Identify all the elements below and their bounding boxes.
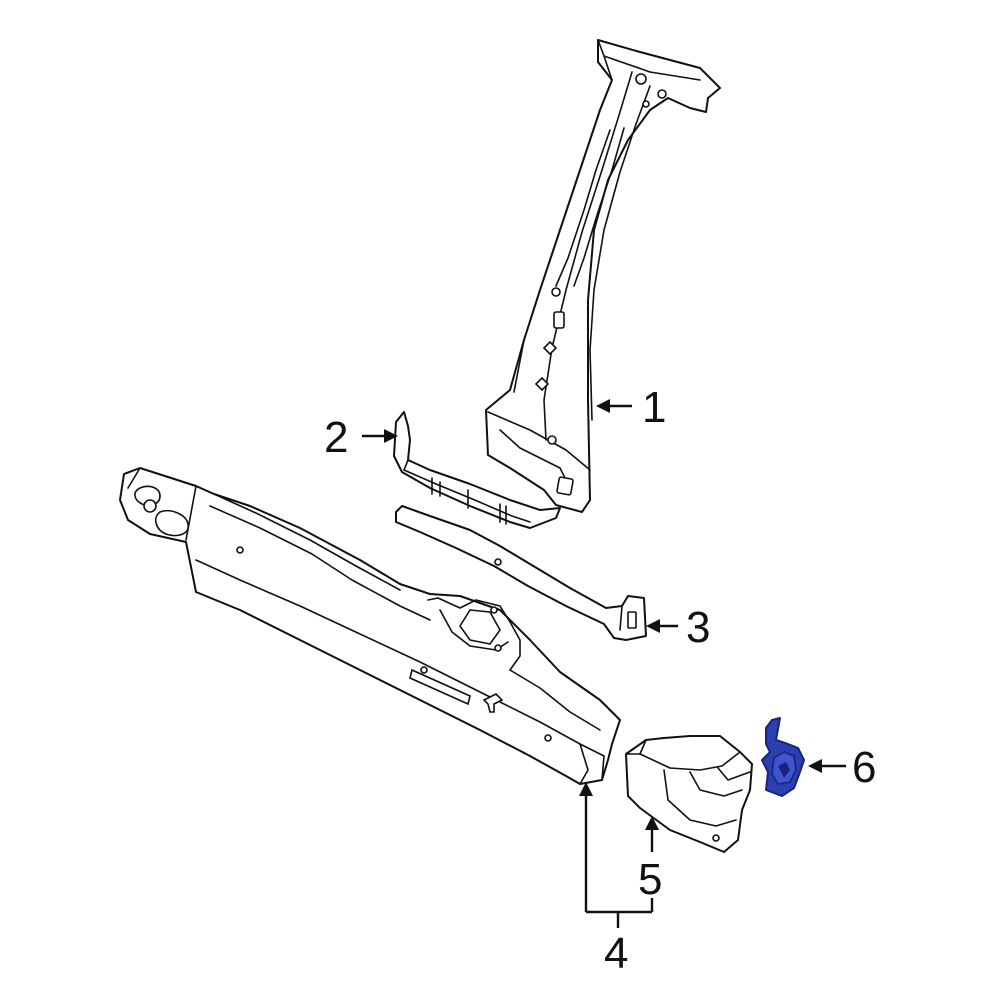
callout-1: 1 <box>642 383 666 432</box>
part-1-pillar <box>485 39 721 513</box>
callout-leaders <box>362 399 846 928</box>
part-6-highlighted-bracket <box>761 717 805 797</box>
part-4-rocker <box>119 467 621 785</box>
callout-3: 3 <box>686 603 710 652</box>
part-5-endcap <box>625 735 753 853</box>
callout-6: 6 <box>852 743 876 792</box>
part-3-strip <box>395 505 647 641</box>
callout-numbers: 1 2 3 4 5 6 <box>324 383 876 978</box>
part-2-bracket <box>393 411 561 529</box>
callout-5: 5 <box>638 855 662 904</box>
callout-2: 2 <box>324 413 348 462</box>
callout-4: 4 <box>604 929 628 978</box>
